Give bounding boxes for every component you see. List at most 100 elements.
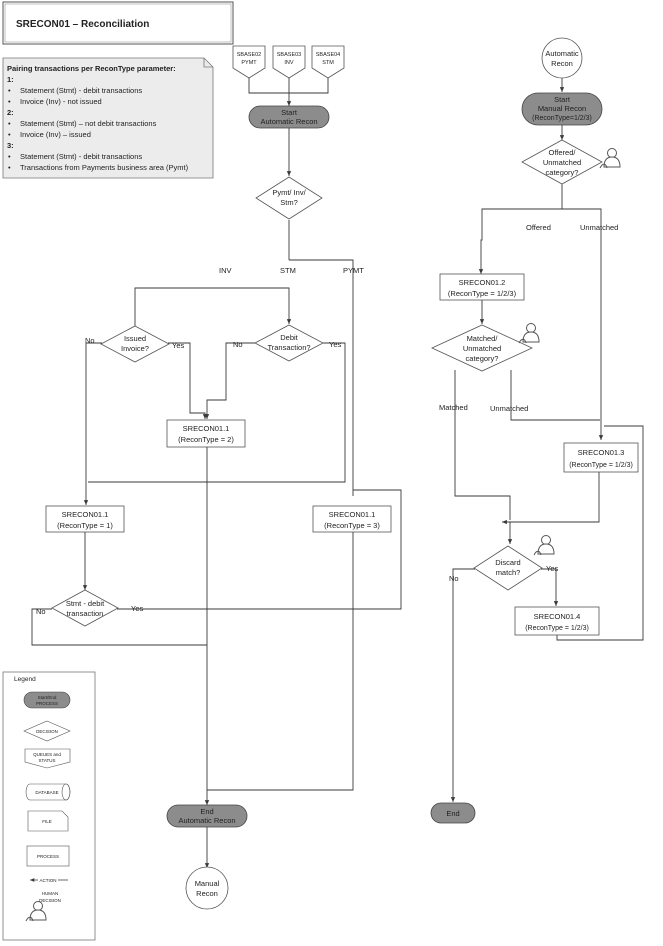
start-automatic-recon: Start Automatic Recon (248, 105, 330, 129)
legend-process-label: PROCESS (37, 854, 59, 859)
human-decision-icon (518, 323, 540, 344)
connector (450, 568, 475, 802)
connector (31, 608, 207, 646)
label-yes: Yes (172, 341, 184, 350)
connector (478, 183, 563, 274)
node-line: Unmatched (463, 344, 501, 353)
node-line: (ReconType = 1) (57, 521, 113, 530)
decision-issued-invoice: Issued Invoice? (100, 325, 170, 363)
node-line: Matched/ (467, 334, 499, 343)
end-manual-recon: End (430, 802, 476, 824)
human-decision-icon (533, 535, 555, 556)
label-pymt: PYMT (343, 266, 364, 275)
queue-sbase02: SBASE02 PYMT (232, 45, 266, 79)
queue-line2: STM (322, 60, 334, 66)
node-line: Automatic Recon (178, 816, 235, 825)
queue-line2: PYMT (241, 60, 257, 66)
node-line: Stmt - debit (66, 599, 105, 608)
title-box: SRECON01 – Reconciliation (2, 1, 234, 45)
label-yes: Yes (546, 564, 558, 573)
connector (88, 342, 346, 483)
node-line: SRECON01.1 (183, 424, 230, 433)
label-inv: INV (219, 266, 232, 275)
legend-queues-shape (24, 748, 71, 769)
page-title: SRECON01 – Reconciliation (16, 19, 149, 30)
connector (541, 568, 559, 606)
legend-title: Legend (14, 676, 36, 683)
connector (502, 472, 600, 525)
node-line: Stm? (280, 198, 298, 207)
decision-discard-match: Discard match? (473, 545, 543, 591)
connector (168, 342, 208, 419)
bullet: • (8, 152, 11, 161)
note-item: Transactions from Payments business area… (20, 163, 189, 172)
node-line: (ReconType = 1/2/3) (525, 625, 589, 632)
node-line: Start (281, 108, 298, 117)
bullet: • (8, 86, 11, 95)
queue-line2: INV (284, 60, 294, 66)
connector (289, 259, 354, 496)
label-stm: STM (280, 266, 296, 275)
node-line: End (446, 809, 459, 818)
bullet: • (8, 119, 11, 128)
process-srecon01-2: SRECON01.2 (ReconType = 1/2/3) (439, 273, 525, 301)
bullet: • (8, 163, 11, 172)
connector (117, 489, 402, 610)
legend-database-end (61, 783, 71, 801)
node-line: (ReconType=1/2/3) (532, 115, 592, 122)
process-srecon01-4: SRECON01.4 (ReconType = 1/2/3) (514, 606, 600, 636)
legend-action-label-bg (38, 877, 58, 883)
node-line: Transaction? (267, 343, 310, 352)
node-line: (ReconType = 3) (324, 521, 380, 530)
connector (556, 425, 644, 641)
note-heading: Pairing transactions per ReconType param… (7, 64, 176, 73)
node-line: Debit (280, 333, 298, 342)
node-line: transaction (67, 609, 104, 618)
queue-line1: SBASE04 (316, 52, 340, 58)
decision-debit-transaction: Debit Transaction? (254, 324, 324, 362)
node-line: Recon (196, 889, 218, 898)
connector (134, 287, 292, 329)
connector (207, 531, 354, 791)
node-line: SRECON01.1 (62, 510, 109, 519)
label-no: No (85, 336, 95, 345)
end-automatic-recon: End Automatic Recon (166, 804, 248, 828)
connector (454, 370, 511, 520)
node-line: Start (554, 95, 571, 104)
decision-matched-unmatched: Matched/ Unmatched category? (431, 324, 533, 372)
node-line: match? (496, 568, 521, 577)
node-line: Pymt/ Inv/ (272, 188, 306, 197)
process-recon-type-2: SRECON01.1 (ReconType = 2) (166, 419, 246, 448)
legend-queues-label: STATUS (38, 758, 55, 763)
note-group-num: 3: (7, 141, 14, 150)
node-line: Invoice? (121, 344, 149, 353)
node-line: Recon (551, 59, 573, 68)
legend-start-end-label: Start/End (38, 695, 57, 700)
bullet: • (8, 130, 11, 139)
connector (562, 208, 604, 440)
legend-queues-label: QUEUES and (33, 752, 61, 757)
node-line: Discard (495, 558, 520, 567)
legend-start-end-label: PROCESS (36, 701, 58, 706)
node-line: Automatic Recon (260, 117, 317, 126)
node-line: Offered/ (549, 148, 577, 157)
note-item: Invoice (Inv) – issued (20, 130, 91, 139)
node-line: Unmatched (543, 158, 581, 167)
manual-recon-circle: Manual Recon (185, 866, 229, 910)
process-recon-type-3: SRECON01.1 (ReconType = 3) (312, 505, 392, 533)
note-item: Invoice (Inv) - not issued (20, 97, 102, 106)
connectors-right (450, 78, 644, 802)
human-decision-icon (599, 148, 621, 169)
note-item: Statement (Stmt) – not debit transaction… (20, 119, 157, 128)
label-unmatched: Unmatched (580, 223, 618, 232)
node-line: category? (546, 168, 579, 177)
node-line: Issued (124, 334, 146, 343)
node-line: End (200, 807, 213, 816)
legend-file-shape (27, 810, 69, 832)
bullet: • (8, 97, 11, 106)
legend-action-label: ACTION (39, 878, 56, 883)
connector (83, 342, 102, 505)
node-line: Automatic (545, 49, 579, 58)
node-line: SRECON01.3 (578, 448, 625, 457)
